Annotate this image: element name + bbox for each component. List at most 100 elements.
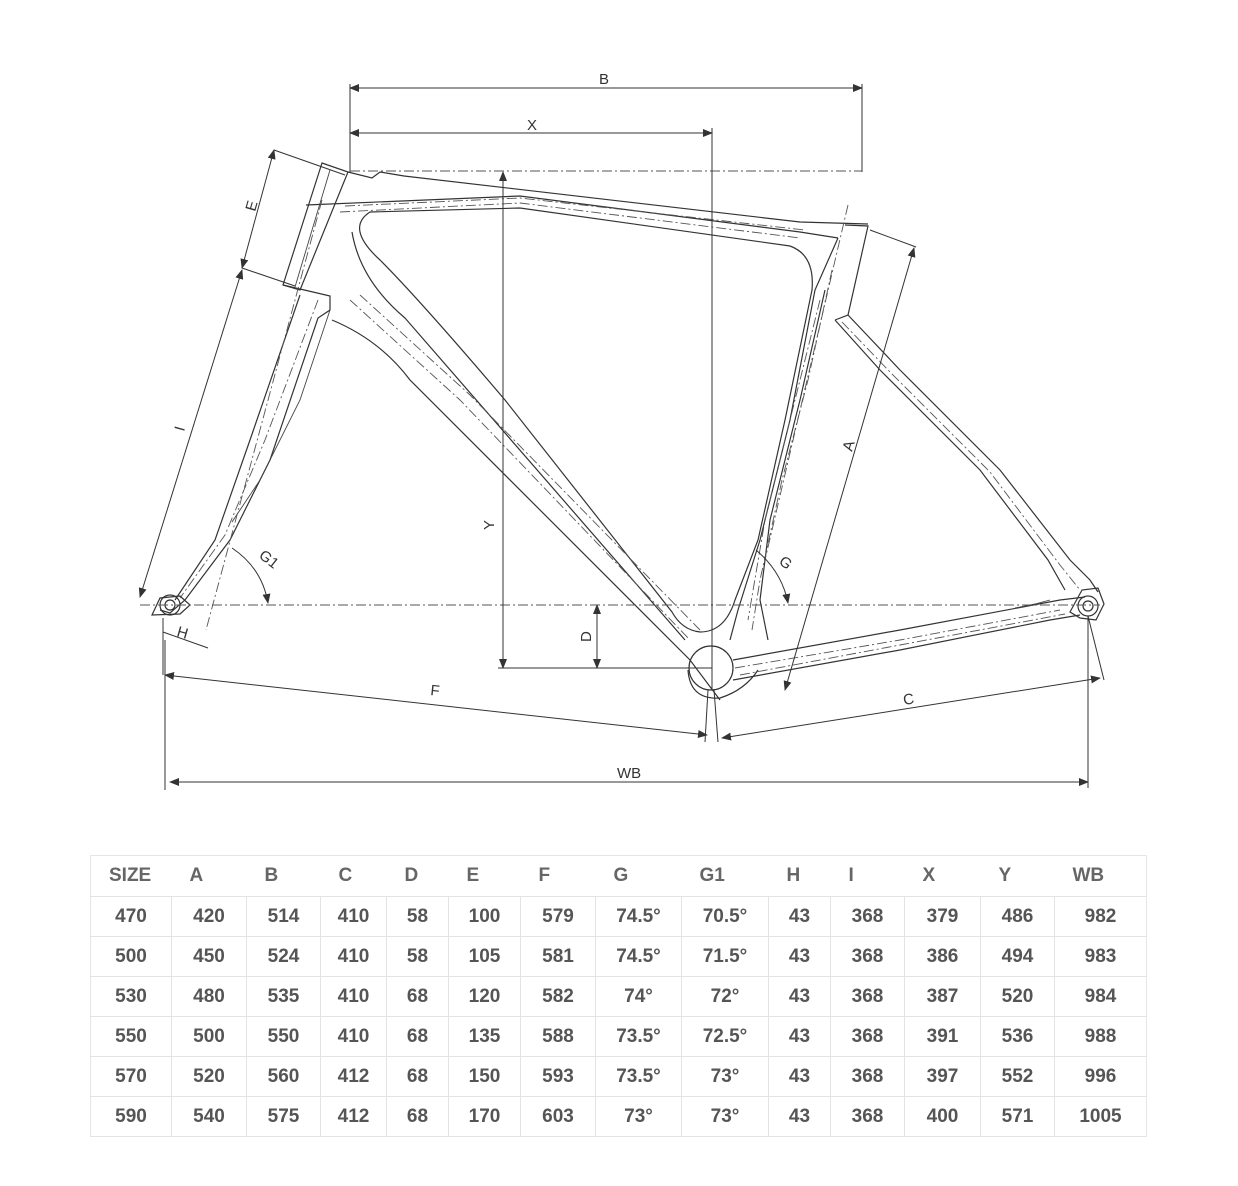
table-cell: 984 xyxy=(1054,976,1147,1017)
column-header-i: I xyxy=(830,855,905,897)
table-cell: 73° xyxy=(681,1096,769,1137)
table-cell: 983 xyxy=(1054,936,1147,977)
table-cell: 43 xyxy=(768,896,831,937)
column-header-y: Y xyxy=(980,855,1055,897)
column-header-a: A xyxy=(171,855,247,897)
table-cell: 400 xyxy=(904,1096,981,1137)
label-wb: WB xyxy=(617,765,641,782)
dimension-lines xyxy=(138,84,1105,790)
table-cell: 397 xyxy=(904,1056,981,1097)
label-g: G xyxy=(776,553,796,574)
table-cell: 170 xyxy=(448,1096,521,1137)
table-cell: 68 xyxy=(386,1096,449,1137)
table-cell: 368 xyxy=(830,976,905,1017)
label-c: C xyxy=(902,690,916,709)
table-cell: 368 xyxy=(830,1096,905,1137)
label-a: A xyxy=(840,439,859,453)
table-cell: 470 xyxy=(90,896,172,937)
table-cell: 540 xyxy=(171,1096,247,1137)
table-cell: 530 xyxy=(90,976,172,1017)
table-cell: 43 xyxy=(768,976,831,1017)
table-cell: 550 xyxy=(90,1016,172,1057)
table-cell: 552 xyxy=(980,1056,1055,1097)
table-cell: 410 xyxy=(320,936,387,977)
table-cell: 535 xyxy=(246,976,321,1017)
table-cell: 387 xyxy=(904,976,981,1017)
table-cell: 74° xyxy=(595,976,682,1017)
label-b: B xyxy=(599,71,609,88)
table-cell: 58 xyxy=(386,896,449,937)
table-cell: 450 xyxy=(171,936,247,977)
table-cell: 72° xyxy=(681,976,769,1017)
table-cell: 536 xyxy=(980,1016,1055,1057)
table-cell: 410 xyxy=(320,976,387,1017)
column-header-h: H xyxy=(768,855,831,897)
table-cell: 560 xyxy=(246,1056,321,1097)
table-cell: 514 xyxy=(246,896,321,937)
table-cell: 43 xyxy=(768,1096,831,1137)
table-cell: 590 xyxy=(90,1096,172,1137)
table-cell: 73.5° xyxy=(595,1016,682,1057)
table-cell: 486 xyxy=(980,896,1055,937)
table-cell: 593 xyxy=(520,1056,596,1097)
label-y: Y xyxy=(481,520,498,530)
table-cell: 43 xyxy=(768,1016,831,1057)
table-cell: 520 xyxy=(980,976,1055,1017)
table-cell: 500 xyxy=(90,936,172,977)
table-cell: 68 xyxy=(386,1016,449,1057)
table-cell: 74.5° xyxy=(595,936,682,977)
table-cell: 379 xyxy=(904,896,981,937)
table-cell: 391 xyxy=(904,1016,981,1057)
table-cell: 412 xyxy=(320,1056,387,1097)
table-cell: 410 xyxy=(320,896,387,937)
table-cell: 582 xyxy=(520,976,596,1017)
table-cell: 575 xyxy=(246,1096,321,1137)
table-cell: 412 xyxy=(320,1096,387,1137)
table-cell: 524 xyxy=(246,936,321,977)
label-e: E xyxy=(243,199,262,213)
table-cell: 996 xyxy=(1054,1056,1147,1097)
table-cell: 71.5° xyxy=(681,936,769,977)
column-header-g1: G1 xyxy=(681,855,769,897)
table-cell: 386 xyxy=(904,936,981,977)
table-cell: 500 xyxy=(171,1016,247,1057)
table-cell: 588 xyxy=(520,1016,596,1057)
frame-drawing xyxy=(151,162,1105,701)
label-i: I xyxy=(172,424,189,433)
table-cell: 480 xyxy=(171,976,247,1017)
frame-geometry-diagram: B X E I A Y G1 G H D F C WB xyxy=(138,71,1105,790)
table-cell: 73.5° xyxy=(595,1056,682,1097)
table-cell: 1005 xyxy=(1054,1096,1147,1137)
table-cell: 73° xyxy=(681,1056,769,1097)
table-cell: 410 xyxy=(320,1016,387,1057)
column-header-f: F xyxy=(520,855,596,897)
label-g1: G1 xyxy=(256,547,282,573)
table-cell: 70.5° xyxy=(681,896,769,937)
table-cell: 603 xyxy=(520,1096,596,1137)
label-h: H xyxy=(175,624,190,643)
table-cell: 550 xyxy=(246,1016,321,1057)
table-cell: 43 xyxy=(768,1056,831,1097)
table-cell: 520 xyxy=(171,1056,247,1097)
label-d: D xyxy=(578,631,595,642)
table-cell: 420 xyxy=(171,896,247,937)
table-cell: 58 xyxy=(386,936,449,977)
table-cell: 105 xyxy=(448,936,521,977)
table-cell: 100 xyxy=(448,896,521,937)
table-cell: 368 xyxy=(830,936,905,977)
table-cell: 570 xyxy=(90,1056,172,1097)
column-header-d: D xyxy=(386,855,449,897)
column-header-size: SIZE xyxy=(90,855,172,897)
table-cell: 368 xyxy=(830,1056,905,1097)
label-x: X xyxy=(527,117,537,134)
column-header-c: C xyxy=(320,855,387,897)
table-cell: 494 xyxy=(980,936,1055,977)
table-cell: 368 xyxy=(830,896,905,937)
